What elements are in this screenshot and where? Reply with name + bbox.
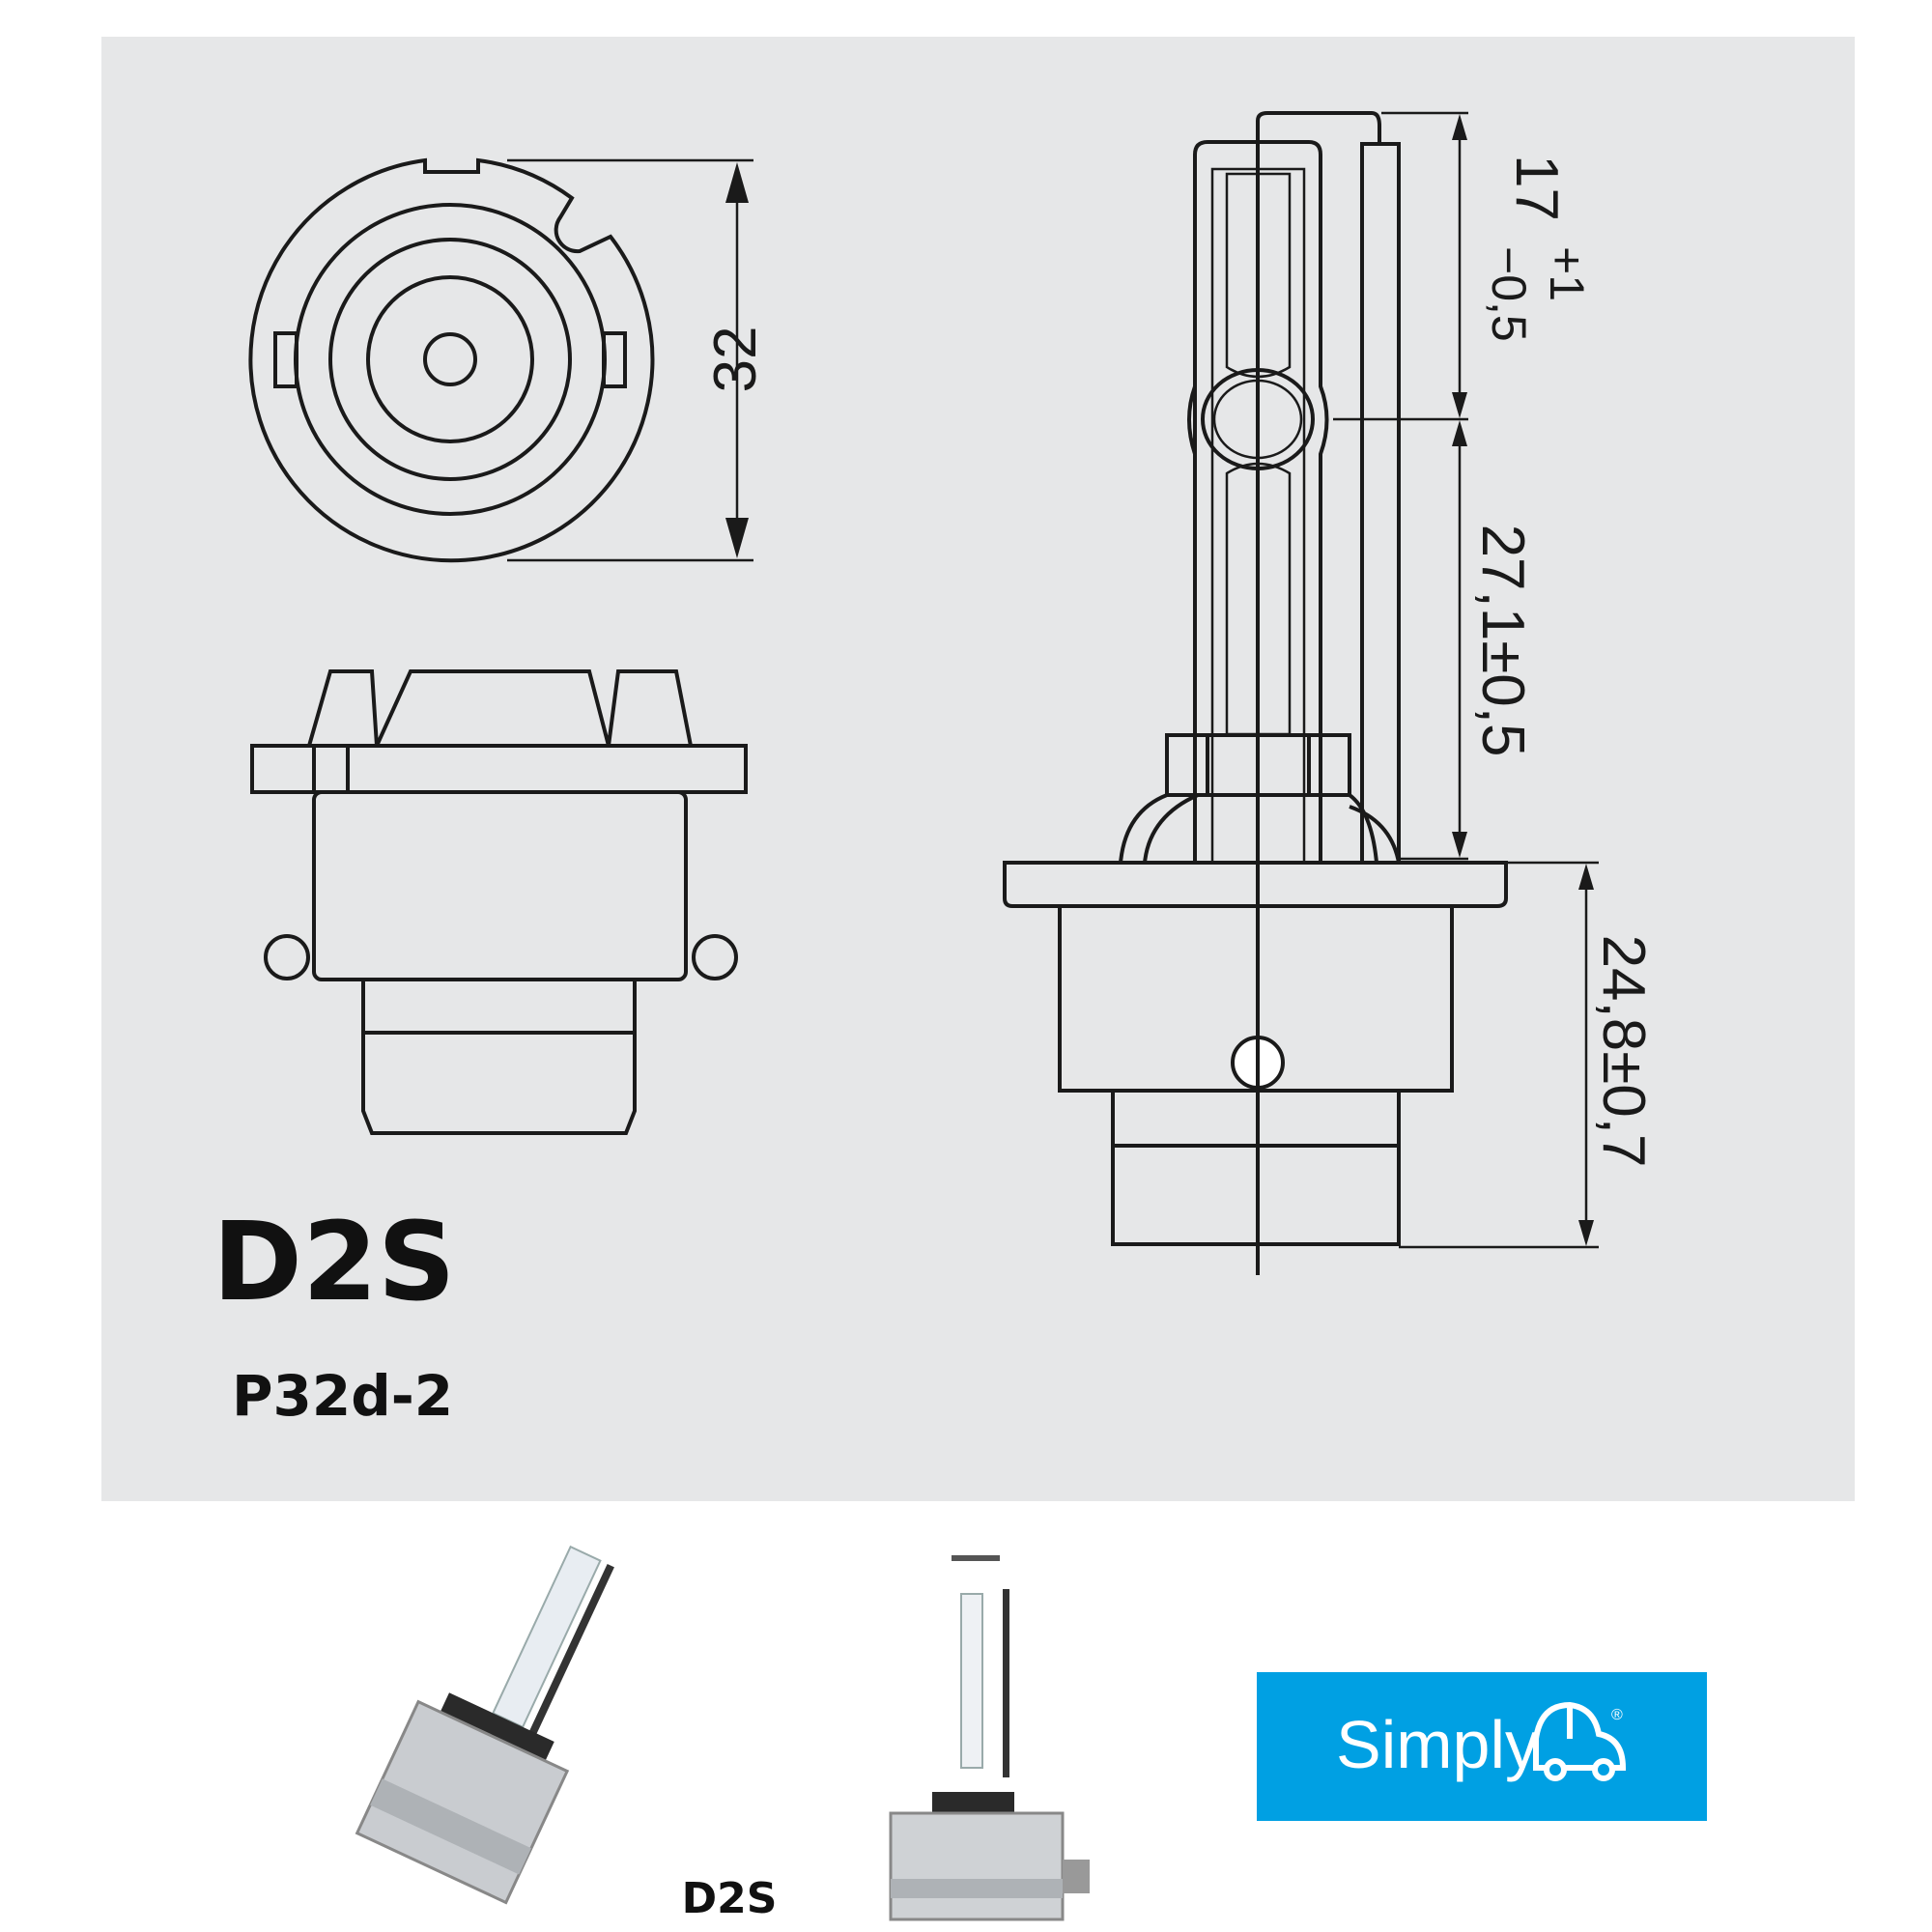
- car-icon: [1533, 1701, 1627, 1781]
- registered-mark: ®: [1611, 1707, 1623, 1723]
- middle-dimension: 27,1±0,5: [1469, 525, 1536, 757]
- product-label: D2S: [682, 1874, 778, 1923]
- bulb-side-view: [1003, 111, 1599, 1275]
- top-dimension-minus: −0,5: [1482, 246, 1536, 342]
- simply-logo: Simply ®: [1257, 1672, 1707, 1821]
- bulb-photo-angled: [355, 1545, 614, 1905]
- socket-side-view: [250, 669, 748, 1135]
- drawing-panel: [101, 37, 1855, 1501]
- base-dimension: 24,8±0,7: [1590, 935, 1657, 1168]
- socket-top-view: [248, 157, 753, 563]
- top-dimension-plus: +1: [1540, 246, 1594, 301]
- bulb-type-title: D2S: [213, 1200, 456, 1325]
- bulb-photo-front: [889, 1555, 1090, 1921]
- diameter-dimension: 32: [702, 327, 769, 393]
- base-type-label: P32d-2: [232, 1363, 453, 1429]
- top-dimension-main: 17: [1503, 155, 1570, 221]
- brand-name: Simply: [1336, 1707, 1539, 1782]
